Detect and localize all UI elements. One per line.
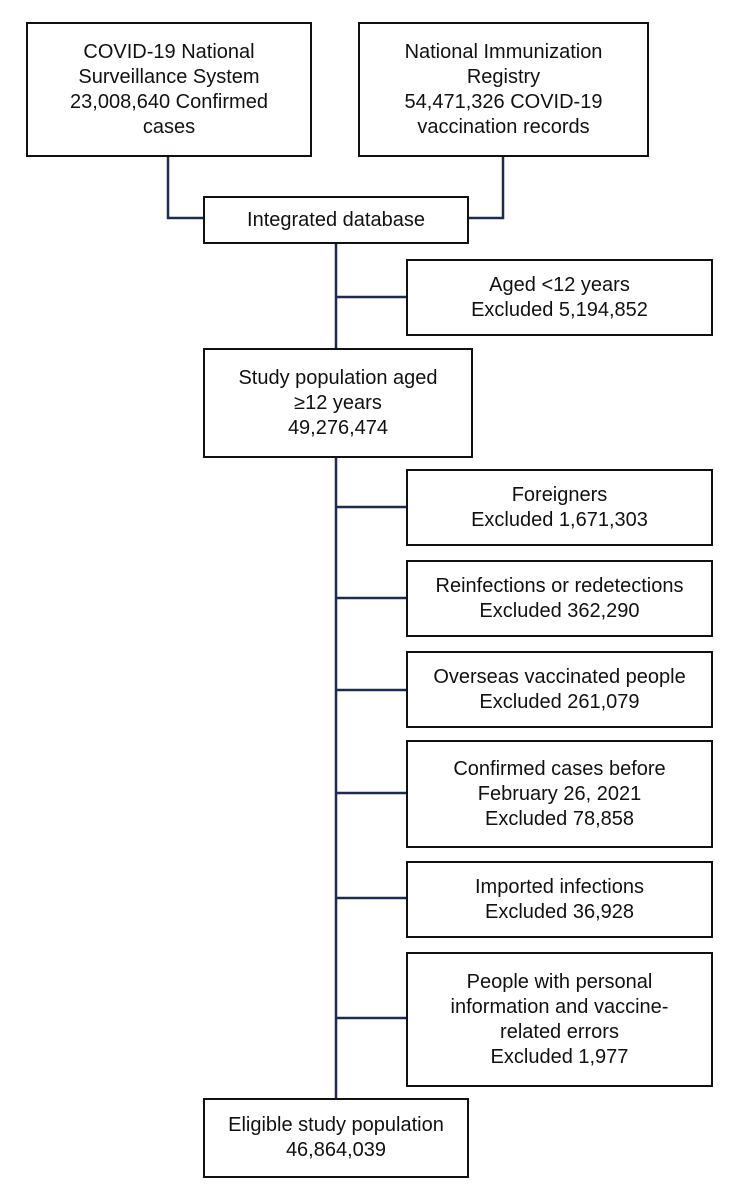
- exclusion-box-overseas: Overseas vaccinated people Excluded 261,…: [406, 651, 713, 728]
- excl-reinfections-line1: Reinfections or redetections: [435, 574, 684, 597]
- integrated-label: Integrated database: [247, 208, 425, 231]
- excl-imported-line2: Excluded 36,928: [484, 900, 634, 923]
- eligible-line2: 46,864,039: [285, 1139, 387, 1161]
- source-left-line4: cases: [142, 115, 196, 138]
- excl-overseas-line2: Excluded 261,079: [479, 690, 640, 713]
- excl-before-date-line2: February 26, 2021: [477, 782, 642, 805]
- excl-foreigners-line2: Excluded 1,671,303: [471, 508, 648, 531]
- excl-age-line2: Excluded 5,194,852: [471, 298, 648, 321]
- source-right-line4: vaccination records: [417, 115, 590, 138]
- exclusion-box-errors: People with personal information and vac…: [406, 952, 713, 1087]
- excl-errors-line4: Excluded 1,977: [490, 1045, 629, 1068]
- exclusion-box-imported: Imported infections Excluded 36,928: [406, 861, 713, 938]
- connector-right-source: [467, 155, 505, 220]
- study-pop-line3: 49,276,474: [287, 416, 389, 439]
- excl-before-date-line1: Confirmed cases before: [453, 757, 666, 780]
- source-left-line2: Surveillance System: [78, 65, 260, 88]
- excl-overseas-line1: Overseas vaccinated people: [433, 665, 686, 688]
- exclusion-box-reinfections: Reinfections or redetections Excluded 36…: [406, 560, 713, 637]
- excl-age-line1: Aged <12 years: [489, 273, 630, 296]
- eligible-line1: Eligible study population: [228, 1114, 444, 1136]
- study-pop-line1: Study population aged: [238, 366, 438, 389]
- exclusion-box-age: Aged <12 years Excluded 5,194,852: [406, 259, 713, 336]
- excl-foreigners-line1: Foreigners: [511, 483, 608, 506]
- exclusion-box-foreigners: Foreigners Excluded 1,671,303: [406, 469, 713, 546]
- source-right-line2: Registry: [466, 65, 541, 88]
- excl-errors-line3: related errors: [500, 1020, 619, 1043]
- connector-left-source: [166, 155, 205, 220]
- source-left-line1: COVID-19 National: [83, 40, 255, 63]
- excl-before-date-line3: Excluded 78,858: [484, 807, 634, 830]
- study-population-box: Study population aged ≥12 years 49,276,4…: [203, 348, 473, 458]
- exclusion-box-before-date: Confirmed cases before February 26, 2021…: [406, 740, 713, 848]
- source-right-line1: National Immunization: [404, 40, 603, 63]
- excl-errors-line1: People with personal: [466, 970, 653, 993]
- excl-reinfections-line2: Excluded 362,290: [479, 599, 640, 622]
- excl-errors-line2: information and vaccine-: [450, 995, 669, 1018]
- eligible-population-box: Eligible study population 46,864,039: [203, 1098, 469, 1178]
- source-left-line3: 23,008,640 Confirmed: [70, 90, 268, 113]
- integrated-database-box: Integrated database: [203, 196, 469, 244]
- study-pop-line2: ≥12 years: [294, 391, 382, 414]
- source-box-immunization: National Immunization Registry 54,471,32…: [358, 22, 649, 157]
- excl-imported-line1: Imported infections: [475, 875, 644, 898]
- source-box-surveillance: COVID-19 National Surveillance System 23…: [26, 22, 312, 157]
- source-right-line3: 54,471,326 COVID-19: [404, 90, 603, 113]
